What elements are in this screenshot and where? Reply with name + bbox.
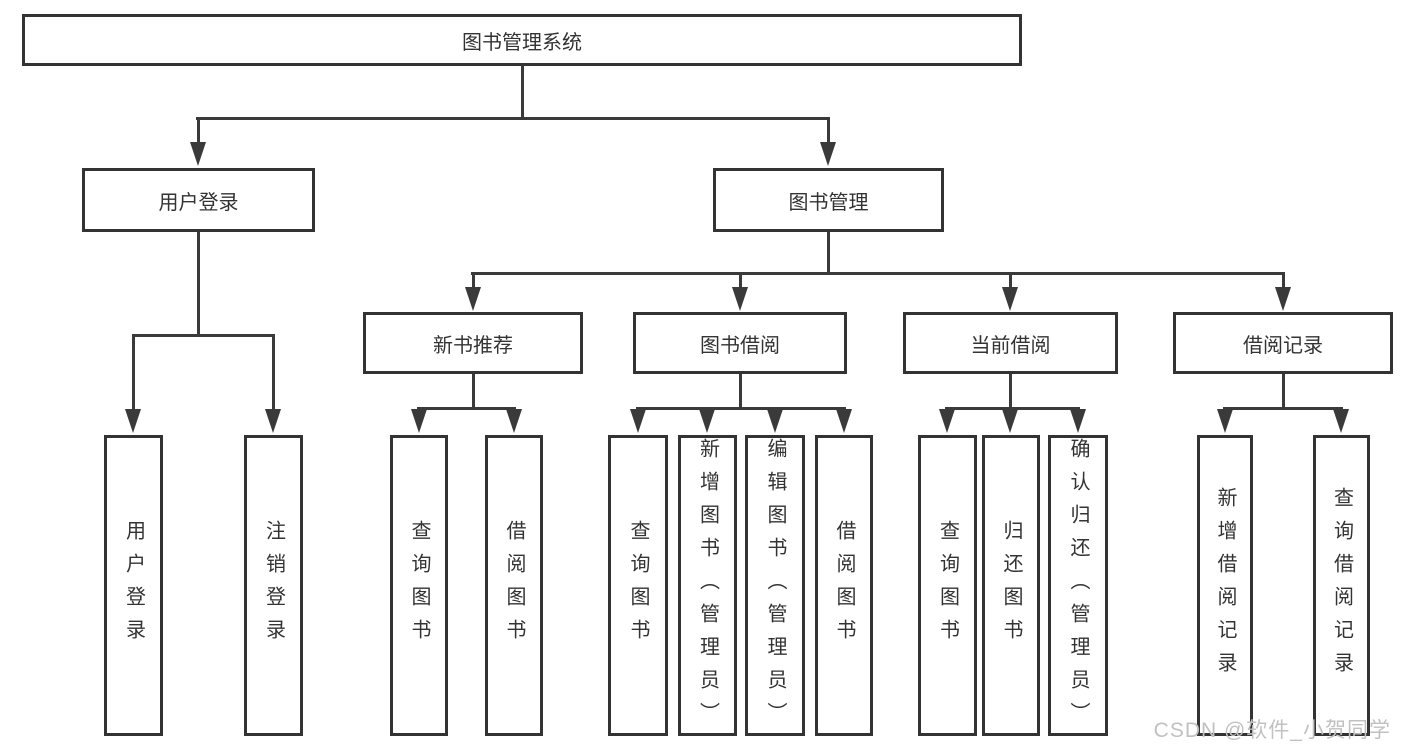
connector-hline-0	[196, 116, 830, 120]
connector-hline-5	[945, 406, 1080, 410]
node-leaf-br-query: 查询借阅记录	[1313, 435, 1370, 736]
node-leaf-br-add: 新增借阅记录	[1197, 435, 1253, 736]
node-label-book-mgmt: 图书管理	[788, 191, 869, 214]
connector-hline-1	[132, 333, 275, 337]
node-label-leaf-logout: 注销登录	[262, 519, 285, 652]
arrow-down-icon-17	[1217, 409, 1233, 433]
arrow-down-icon-4	[465, 287, 481, 311]
node-label-leaf-bb-borrow: 借阅图书	[833, 519, 855, 652]
node-leaf-bb-query: 查询图书	[608, 435, 668, 736]
node-label-leaf-bb-query: 查询图书	[627, 519, 649, 652]
node-label-user-login: 用户登录	[158, 191, 239, 214]
node-label-leaf-br-query: 查询借阅记录	[1330, 486, 1353, 685]
node-leaf-bb-edit: 编辑图书（管理员）	[745, 435, 805, 736]
arrow-down-icon-14	[939, 409, 955, 433]
connector-hline-6	[1223, 406, 1343, 410]
node-label-new-book-rec: 新书推荐	[433, 334, 513, 357]
arrow-down-icon-12	[767, 409, 783, 433]
connector-vline-6	[1281, 374, 1285, 410]
connector-hline-2	[471, 271, 1285, 275]
node-label-leaf-bb-edit: 编辑图书（管理员）	[764, 438, 786, 735]
node-leaf-cb-confirm: 确认归还（管理员）	[1048, 435, 1108, 736]
arrow-down-icon-8	[411, 409, 427, 433]
arrow-down-icon-6	[1002, 287, 1018, 311]
connector-vline-0	[520, 66, 524, 118]
arrow-stem-4	[471, 273, 475, 299]
node-label-leaf-cb-return: 归还图书	[1000, 519, 1022, 652]
node-leaf-logout: 注销登录	[244, 435, 303, 736]
node-leaf-bb-add: 新增图书（管理员）	[678, 435, 737, 736]
node-book-mgmt: 图书管理	[713, 168, 944, 232]
node-new-book-rec: 新书推荐	[363, 312, 583, 374]
arrow-down-icon-10	[630, 409, 646, 433]
connector-hline-4	[636, 406, 846, 410]
node-label-current-borrow: 当前借阅	[970, 334, 1051, 357]
connector-vline-5	[1008, 374, 1012, 410]
arrow-down-icon-5	[732, 287, 748, 311]
node-current-borrow: 当前借阅	[903, 312, 1118, 374]
arrow-stem-1	[826, 118, 830, 154]
node-user-login: 用户登录	[82, 168, 315, 232]
connector-vline-4	[738, 374, 742, 410]
node-label-borrow-records: 借阅记录	[1243, 334, 1323, 357]
node-label-leaf-login: 用户登录	[122, 519, 145, 652]
node-label-book-borrow: 图书借阅	[700, 334, 780, 357]
node-leaf-cb-query: 查询图书	[918, 435, 977, 736]
node-label-leaf-nbr-borrow: 借阅图书	[503, 519, 525, 652]
connector-vline-3	[471, 374, 475, 410]
arrow-stem-3	[271, 335, 275, 421]
arrow-down-icon-7	[1275, 287, 1291, 311]
node-leaf-nbr-query: 查询图书	[390, 435, 448, 736]
node-label-root: 图书管理系统	[462, 31, 582, 54]
connector-vline-2	[826, 232, 830, 275]
arrow-down-icon-15	[1002, 409, 1018, 433]
arrow-down-icon-3	[265, 409, 281, 433]
arrow-stem-0	[196, 118, 200, 154]
node-leaf-login: 用户登录	[104, 435, 163, 736]
arrow-stem-6	[1008, 273, 1012, 299]
arrow-stem-2	[131, 335, 135, 421]
node-borrow-records: 借阅记录	[1173, 312, 1393, 374]
node-label-leaf-bb-add: 新增图书（管理员）	[696, 438, 719, 735]
node-label-leaf-cb-confirm: 确认归还（管理员）	[1067, 438, 1089, 735]
arrow-down-icon-2	[125, 409, 141, 433]
csdn-watermark: CSDN @软件_小贺同学	[1153, 719, 1391, 742]
arrow-down-icon-0	[190, 142, 206, 166]
arrow-down-icon-16	[1070, 409, 1086, 433]
node-leaf-nbr-borrow: 借阅图书	[485, 435, 543, 736]
arrow-down-icon-1	[820, 142, 836, 166]
node-root: 图书管理系统	[22, 14, 1022, 66]
node-leaf-cb-return: 归还图书	[982, 435, 1040, 736]
connector-vline-1	[196, 232, 200, 337]
arrow-down-icon-11	[699, 409, 715, 433]
node-label-leaf-br-add: 新增借阅记录	[1214, 486, 1236, 685]
arrow-stem-5	[738, 273, 742, 299]
arrow-stem-7	[1281, 273, 1285, 299]
node-label-leaf-nbr-query: 查询图书	[408, 519, 430, 652]
node-book-borrow: 图书借阅	[633, 312, 847, 374]
node-label-leaf-cb-query: 查询图书	[936, 519, 959, 652]
arrow-down-icon-9	[506, 409, 522, 433]
arrow-down-icon-18	[1333, 409, 1349, 433]
arrow-down-icon-13	[836, 409, 852, 433]
connector-hline-3	[417, 406, 516, 410]
node-leaf-bb-borrow: 借阅图书	[815, 435, 873, 736]
